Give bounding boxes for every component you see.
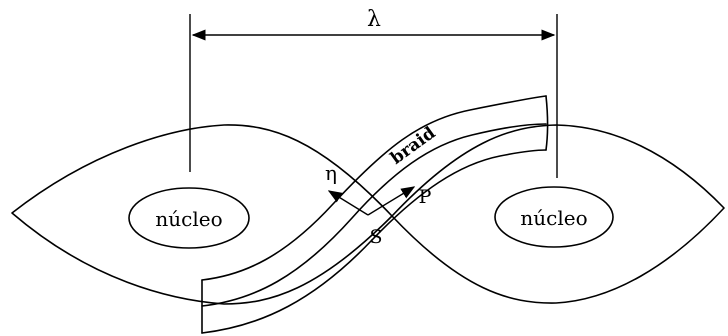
left-nucleus-label: núcleo — [155, 207, 222, 231]
wavelength-label: λ — [367, 7, 381, 32]
braid-strand-top — [201, 95, 547, 281]
s-label: S — [369, 226, 382, 248]
eta-label: η — [325, 161, 337, 185]
p-label: P — [419, 186, 432, 208]
right-nucleus — [494, 186, 614, 248]
right-nucleus-label: núcleo — [520, 206, 587, 230]
p-vector-arrow — [367, 186, 416, 216]
right-cell-outline — [391, 124, 725, 304]
left-nucleus — [128, 187, 250, 249]
braid-strand-bottom — [201, 149, 547, 334]
braid-strand-middle — [201, 123, 547, 307]
eta-vector-arrow — [327, 190, 369, 216]
braid-right-cap — [545, 95, 549, 151]
